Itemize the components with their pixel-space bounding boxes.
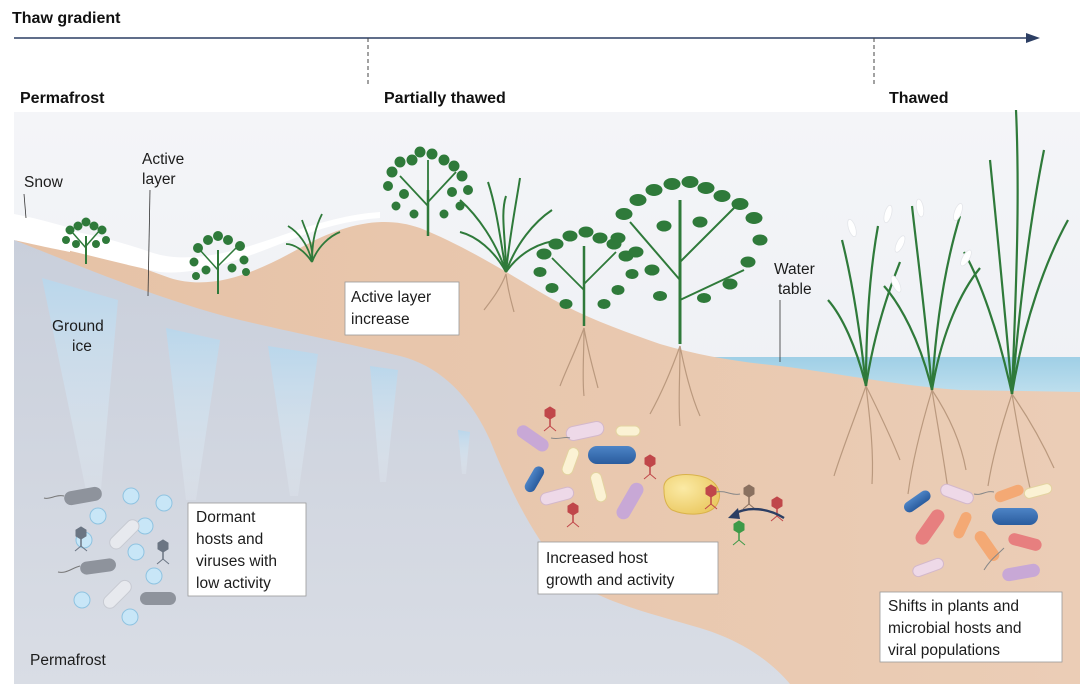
label-snow: Snow (24, 174, 64, 191)
title: Thaw gradient (12, 10, 121, 27)
svg-text:Shifts in plants and: Shifts in plants and (888, 598, 1019, 615)
label-active-layer-2: layer (142, 171, 176, 188)
box-dormant: Dormant hosts and viruses with low activ… (187, 502, 307, 597)
svg-text:viruses with: viruses with (196, 553, 277, 570)
zone-thawed: Thawed (889, 90, 949, 107)
sedge-tufts (847, 198, 972, 293)
svg-text:Dormant: Dormant (196, 509, 256, 526)
sedges (827, 109, 1069, 395)
plant-roots (483, 273, 1055, 495)
shrub-2 (189, 231, 250, 294)
active-microbes (516, 421, 741, 520)
snow-cap (14, 214, 70, 252)
zone-permafrost: Permafrost (20, 90, 105, 107)
dormant-phages (74, 526, 170, 565)
gradient-arrow-head (1026, 33, 1040, 43)
label-permafrost-bottom: Permafrost (30, 652, 106, 669)
svg-text:low activity: low activity (196, 575, 271, 592)
shrub-1 (62, 217, 110, 264)
ground-ice-wedges (42, 278, 470, 500)
box-shifts: Shifts in plants and microbial hosts and… (879, 591, 1063, 663)
label-ground-ice-2: ice (72, 338, 92, 355)
svg-text:Increased host: Increased host (546, 550, 648, 567)
zone-partially-thawed: Partially thawed (384, 90, 506, 107)
label-ground-ice-1: Ground (52, 318, 104, 335)
active-layer-leader-line (147, 189, 151, 297)
tree-shrub-1 (383, 146, 473, 236)
box-increased-growth: Increased host growth and activity (537, 541, 719, 595)
infection-arrow-head (728, 508, 740, 519)
label-water-table-1: Water (774, 261, 815, 278)
snow-leader-line (23, 193, 27, 219)
active-phages (543, 406, 784, 546)
svg-text:hosts and: hosts and (196, 531, 263, 548)
svg-text:Active layer: Active layer (351, 289, 431, 306)
svg-text:increase: increase (351, 311, 410, 328)
tree-shrub-2 (533, 226, 639, 326)
svg-text:growth and activity: growth and activity (546, 572, 675, 589)
svg-text:viral populations: viral populations (888, 642, 1000, 659)
tree-large (610, 176, 768, 344)
thawed-microbes (904, 483, 1053, 582)
svg-text:microbial hosts and: microbial hosts and (888, 620, 1022, 637)
snow-cover (14, 212, 380, 273)
grass-tuft-1 (285, 213, 341, 263)
label-active-layer-1: Active (142, 151, 184, 168)
box-active-layer-increase: Active layer increase (344, 281, 460, 336)
label-water-table-2: table (778, 281, 812, 298)
